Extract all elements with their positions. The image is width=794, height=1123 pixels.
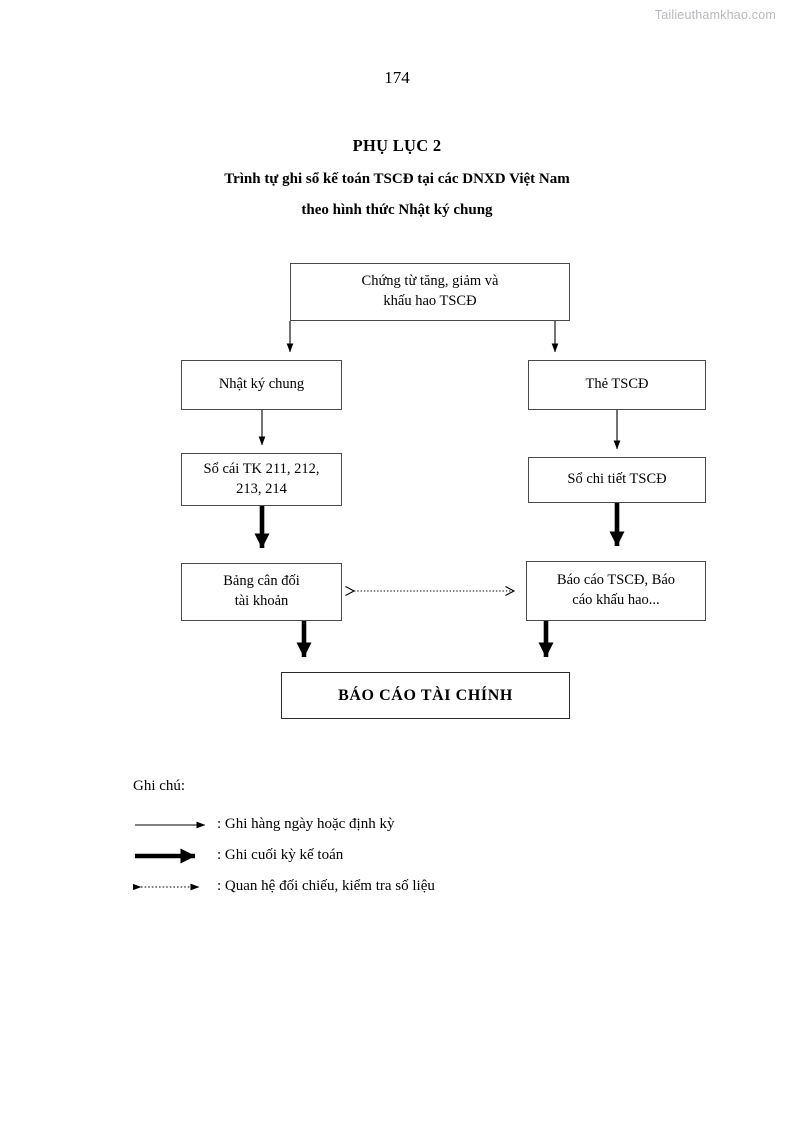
flow-node-source-document-line1: Chứng từ tăng, giảm và: [361, 273, 499, 290]
flow-node-asset-report-line2: cáo khấu hao...: [572, 592, 660, 608]
flow-node-financial-report[interactable]: BÁO CÁO TÀI CHÍNH: [281, 672, 570, 719]
dotted-double-arrow-icon: [133, 875, 217, 899]
flow-node-source-document[interactable]: Chứng từ tăng, giảm và khấu hao TSCĐ: [290, 263, 570, 321]
flowchart-diagram: asset report (dotted, bidirectional) -->…: [181, 263, 706, 719]
flow-node-source-document-line2: khấu hao TSCĐ: [383, 293, 477, 309]
legend: Ghi chú: : Ghi hàng ngày hoặc định kỳ: [133, 778, 693, 902]
flow-node-general-journal-line1: Nhật ký chung: [218, 376, 305, 393]
flow-node-detail-book[interactable]: Sổ chi tiết TSCĐ: [528, 457, 706, 503]
page-number: 174: [384, 68, 410, 87]
flow-node-trial-balance-line2: tài khoản: [234, 593, 289, 609]
flow-node-asset-report[interactable]: Báo cáo TSCĐ, Báo cáo khấu hao...: [526, 561, 706, 621]
flow-node-financial-report-line1: BÁO CÁO TÀI CHÍNH: [338, 686, 513, 704]
thick-solid-arrow-icon: [133, 844, 217, 868]
legend-item-daily-entry-label: : Ghi hàng ngày hoặc định kỳ: [217, 816, 395, 832]
legend-item-daily-entry: : Ghi hàng ngày hoặc định kỳ: [133, 809, 693, 840]
site-watermark: Tailieuthamkhao.com: [654, 8, 776, 22]
flow-node-general-ledger[interactable]: Sổ cái TK 211, 212, 213, 214: [181, 453, 342, 506]
page-subtitle-line-1: Trình tự ghi sổ kế toán TSCĐ tại các DNX…: [224, 171, 570, 187]
legend-item-period-end-entry-label: : Ghi cuối kỳ kế toán: [217, 847, 344, 863]
flow-node-trial-balance-line1: Bảng cân đối: [223, 573, 300, 590]
flow-node-detail-book-line1: Sổ chi tiết TSCĐ: [567, 471, 667, 488]
flow-node-asset-card-line1: Thẻ TSCĐ: [585, 376, 649, 393]
flow-node-general-ledger-line2: 213, 214: [236, 480, 287, 497]
legend-item-reconciliation: : Quan hệ đối chiếu, kiểm tra số liệu: [133, 871, 693, 902]
flow-node-general-journal[interactable]: Nhật ký chung: [181, 360, 342, 410]
legend-title: Ghi chú:: [133, 778, 186, 794]
flow-node-asset-report-line1: Báo cáo TSCĐ, Báo: [556, 572, 676, 589]
flow-node-general-ledger-line1: Sổ cái TK 211, 212,: [203, 460, 320, 477]
flow-node-trial-balance[interactable]: Bảng cân đối tài khoản: [181, 563, 342, 621]
legend-item-reconciliation-label: : Quan hệ đối chiếu, kiểm tra số liệu: [217, 878, 435, 894]
thin-solid-arrow-icon: [133, 813, 217, 837]
page-subtitle-line-2: theo hình thức Nhật ký chung: [301, 202, 493, 218]
page-title: PHỤ LỤC 2: [352, 136, 442, 155]
flowchart-connectors: asset report (dotted, bidirectional) -->: [254, 321, 625, 658]
flow-node-asset-card[interactable]: Thẻ TSCĐ: [528, 360, 706, 410]
legend-item-period-end-entry: : Ghi cuối kỳ kế toán: [133, 840, 693, 871]
